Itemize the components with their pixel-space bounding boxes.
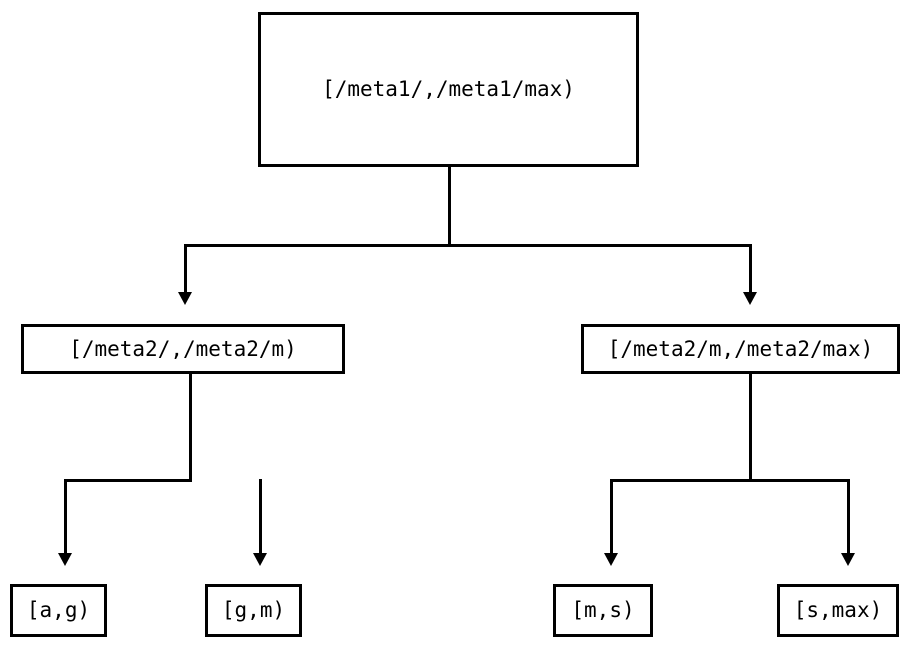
arrowhead-left-to-leaf1-icon <box>58 553 72 566</box>
node-root-label: [/meta1/,/meta1/max) <box>322 77 575 101</box>
arrowhead-right-to-leaf4-icon <box>841 553 855 566</box>
edge-root-to-right-drop <box>749 244 752 294</box>
arrowhead-root-to-left-icon <box>178 292 192 305</box>
edge-root-bar <box>184 244 752 247</box>
edge-root-stem <box>448 167 451 247</box>
node-root[interactable]: [/meta1/,/meta1/max) <box>258 12 639 167</box>
node-level2-right[interactable]: [/meta2/m,/meta2/max) <box>581 324 900 374</box>
edge-root-to-left-drop <box>184 244 187 294</box>
node-leaf-m-s-label: [m,s) <box>571 598 635 622</box>
node-leaf-a-g[interactable]: [a,g) <box>10 584 107 637</box>
edge-left-to-leaf1-drop <box>64 479 67 555</box>
node-leaf-g-m-label: [g,m) <box>221 598 286 622</box>
arrowhead-root-to-right-icon <box>743 292 757 305</box>
node-leaf-m-s[interactable]: [m,s) <box>553 584 653 637</box>
edge-left-stem <box>189 374 192 482</box>
arrowhead-right-to-leaf3-icon <box>604 553 618 566</box>
edge-left-bar <box>64 479 192 482</box>
edge-right-to-leaf4-drop <box>847 479 850 555</box>
edge-right-to-leaf3-drop <box>610 479 613 555</box>
node-leaf-s-max-label: [s,max) <box>793 598 883 622</box>
node-leaf-s-max[interactable]: [s,max) <box>777 584 899 637</box>
arrowhead-left-to-leaf2-icon <box>253 553 267 566</box>
node-leaf-g-m[interactable]: [g,m) <box>205 584 302 637</box>
edge-left-to-leaf2-drop <box>259 479 262 555</box>
node-level2-left[interactable]: [/meta2/,/meta2/m) <box>21 324 345 374</box>
node-level2-left-label: [/meta2/,/meta2/m) <box>69 336 297 361</box>
node-leaf-a-g-label: [a,g) <box>26 598 91 622</box>
node-level2-right-label: [/meta2/m,/meta2/max) <box>607 336 874 361</box>
edge-right-bar <box>610 479 850 482</box>
edge-right-stem <box>749 374 752 482</box>
